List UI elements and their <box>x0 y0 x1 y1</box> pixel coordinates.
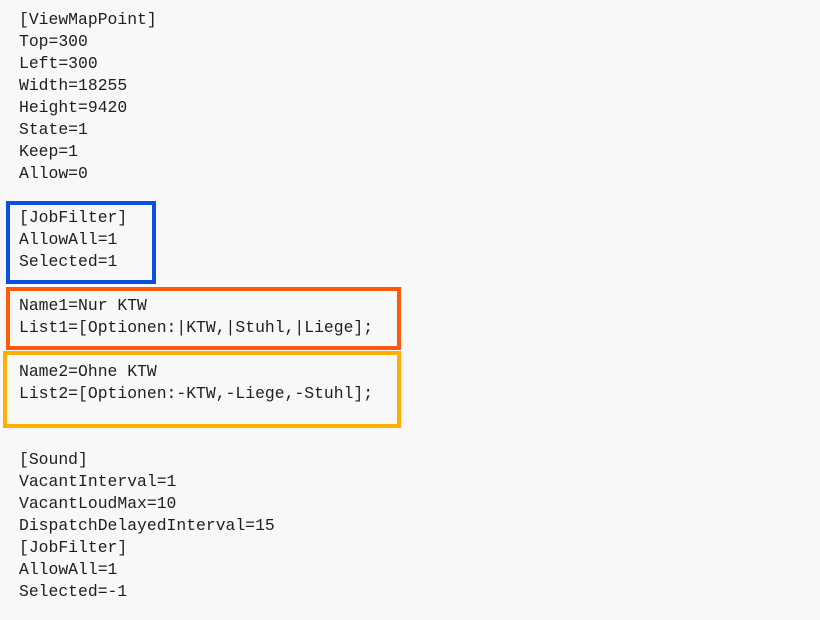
config-line: Selected=1 <box>19 252 118 271</box>
config-line: DispatchDelayedInterval=15 <box>19 516 275 535</box>
config-line: AllowAll=1 <box>19 560 118 579</box>
config-line: VacantLoudMax=10 <box>19 494 177 513</box>
config-line: AllowAll=1 <box>19 230 118 249</box>
config-line: [JobFilter] <box>19 538 128 557</box>
config-line: VacantInterval=1 <box>19 472 177 491</box>
config-line: Left=300 <box>19 54 98 73</box>
config-line: Width=18255 <box>19 76 128 95</box>
config-line: Name2=Ohne KTW <box>19 362 157 381</box>
config-line: [Sound] <box>19 450 88 469</box>
config-line: [ViewMapPoint] <box>19 10 157 29</box>
config-line: State=1 <box>19 120 88 139</box>
viewmappoint-section: [ViewMapPoint] Top=300 Left=300 Width=18… <box>19 9 157 185</box>
config-line: Allow=0 <box>19 164 88 183</box>
config-line: List1=[Optionen:|KTW,|Stuhl,|Liege]; <box>19 318 374 337</box>
filter1-highlight-box <box>6 287 401 350</box>
filter1-section: Name1=Nur KTW List1=[Optionen:|KTW,|Stuh… <box>19 295 373 339</box>
config-line: [JobFilter] <box>19 208 128 227</box>
filter2-highlight-box <box>3 351 401 428</box>
jobfilter-section: [JobFilter] AllowAll=1 Selected=1 <box>19 207 127 273</box>
sound-section: [Sound] VacantInterval=1 VacantLoudMax=1… <box>19 449 275 603</box>
config-line: Name1=Nur KTW <box>19 296 147 315</box>
config-line: List2=[Optionen:-KTW,-Liege,-Stuhl]; <box>19 384 374 403</box>
config-line: Keep=1 <box>19 142 79 161</box>
jobfilter-highlight-box <box>6 201 156 284</box>
config-line: Height=9420 <box>19 98 128 117</box>
filter2-section: Name2=Ohne KTW List2=[Optionen:-KTW,-Lie… <box>19 361 373 405</box>
config-line: Top=300 <box>19 32 88 51</box>
config-line: Selected=-1 <box>19 582 128 601</box>
